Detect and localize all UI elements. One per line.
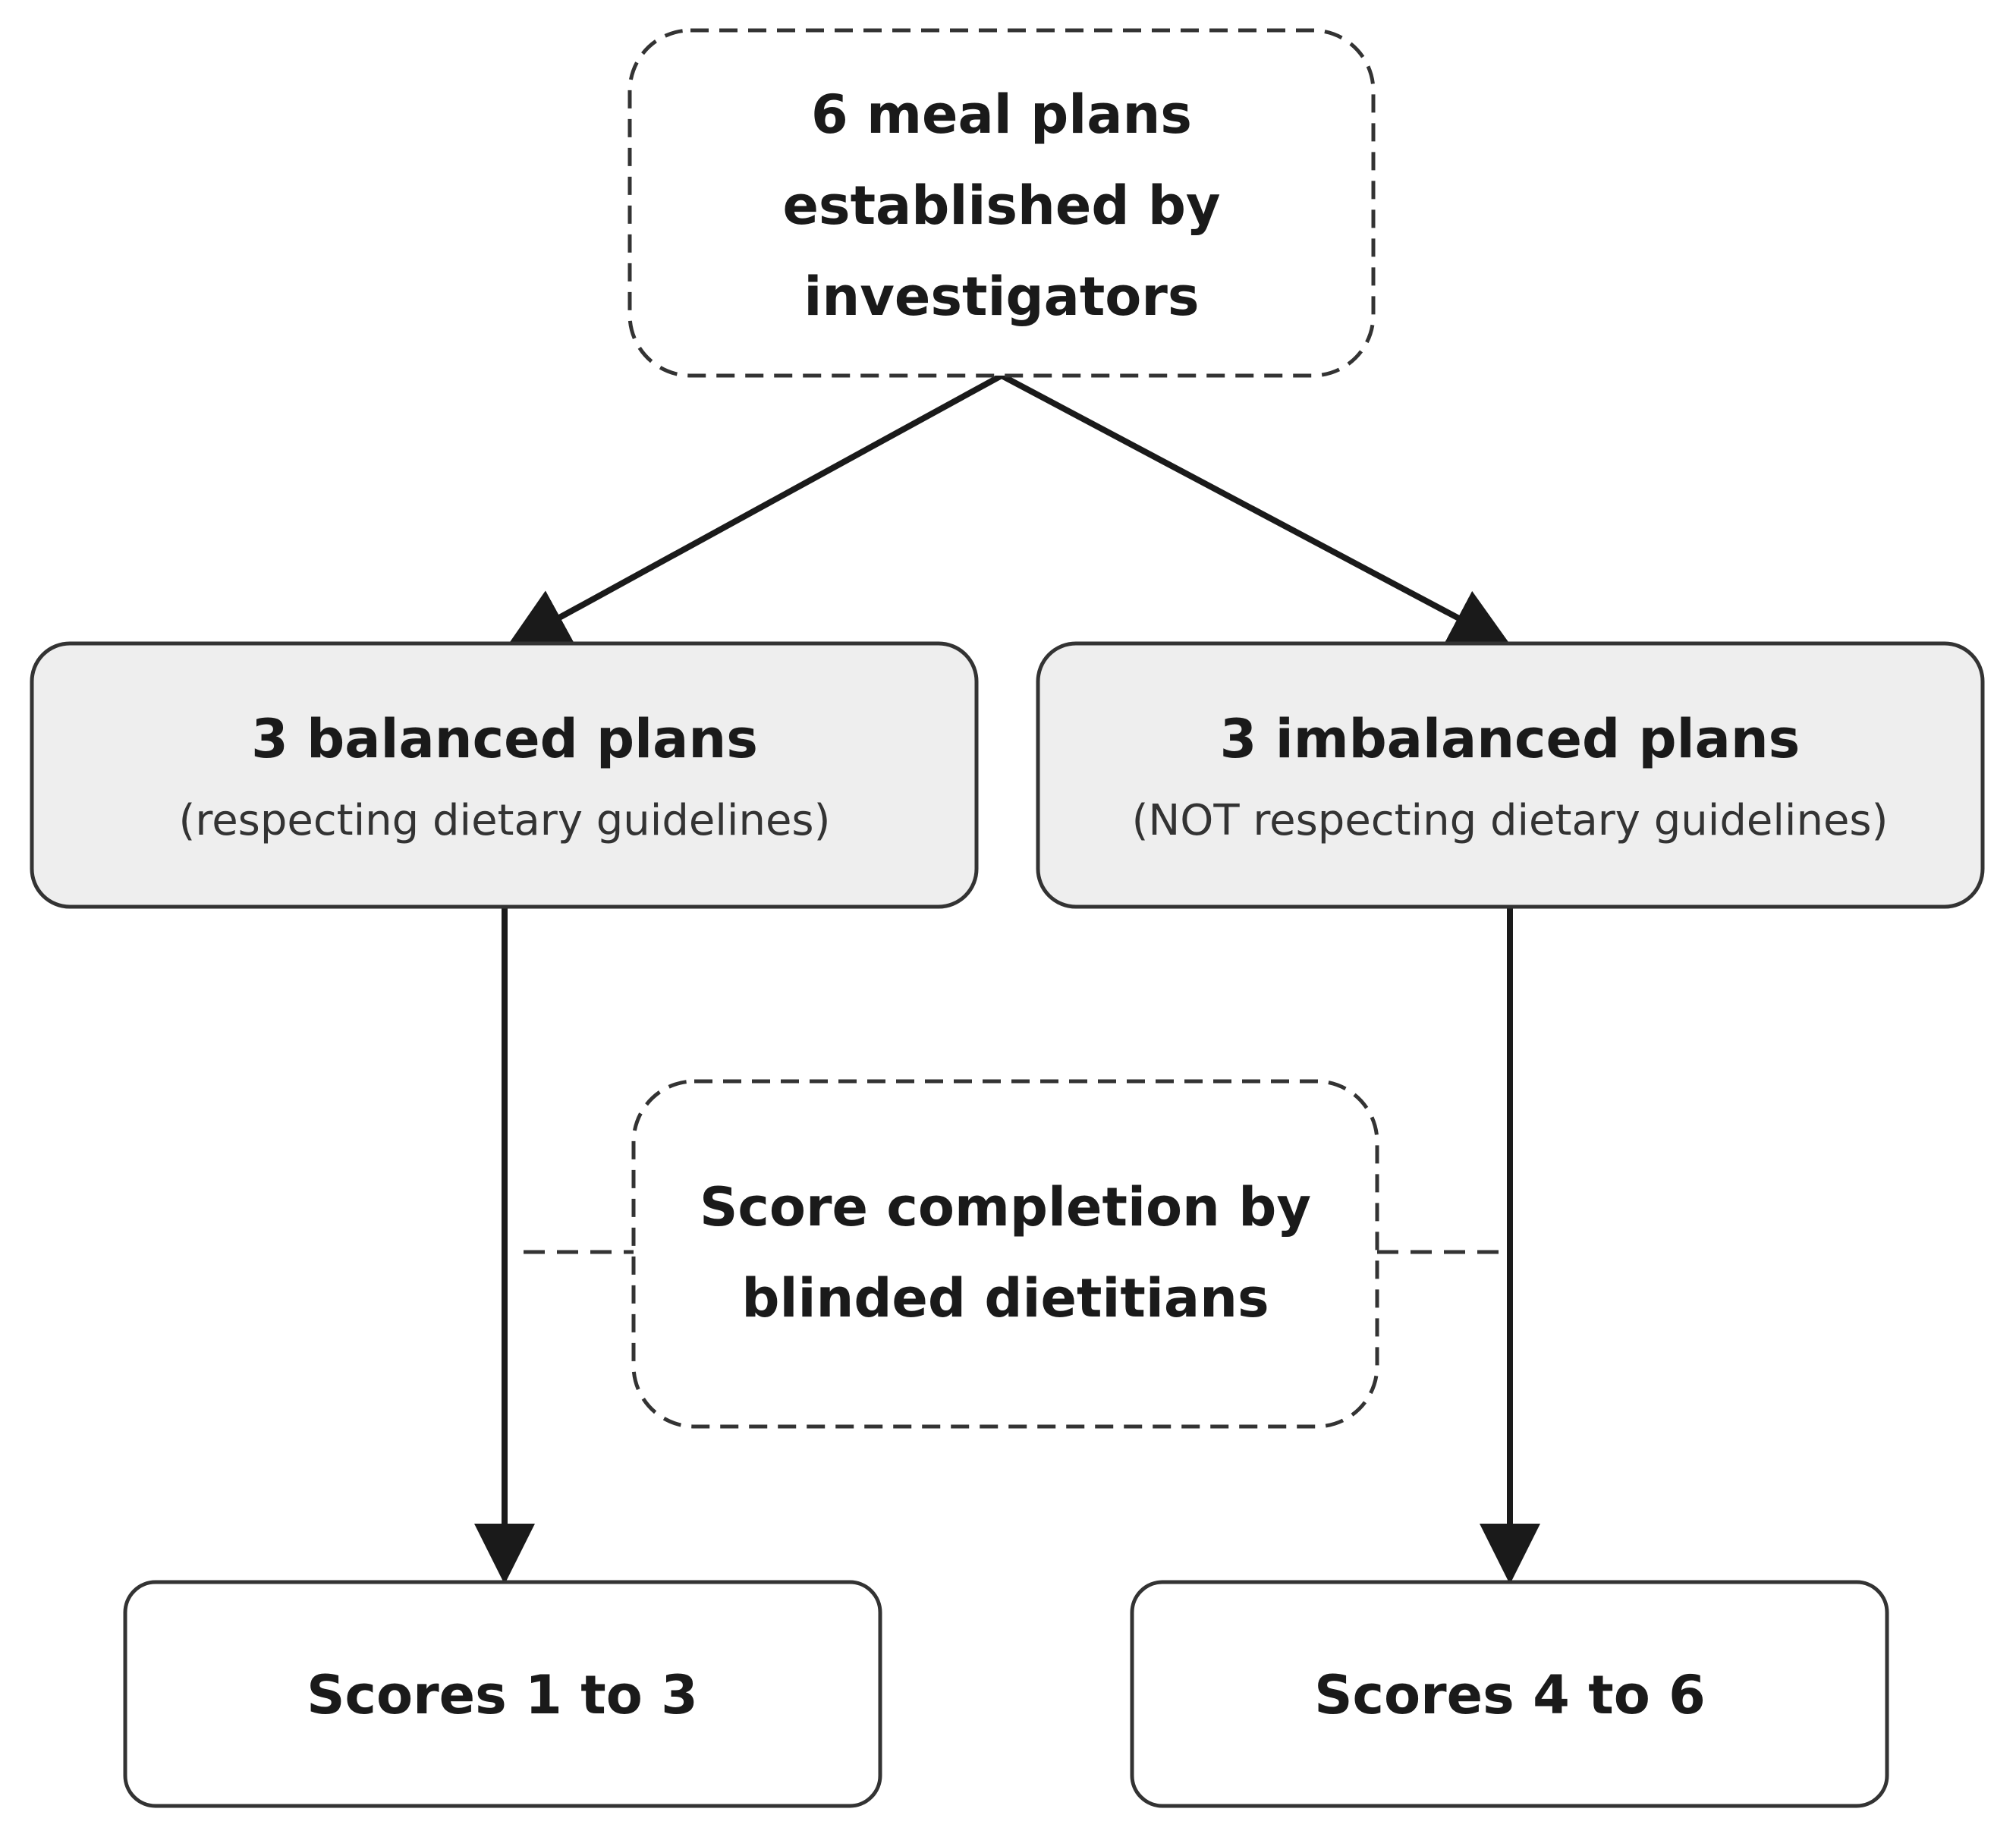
meal-plans-box: 6 meal plans established by investigator… <box>627 28 1376 378</box>
imbalanced-plans-title: 3 imbalanced plans <box>1220 708 1801 770</box>
meal-plans-line-2: established by <box>782 175 1220 237</box>
balanced-plans-box: 3 balanced plans (respecting dietary gui… <box>30 641 979 909</box>
imbalanced-plans-subtitle: (NOT respecting dietary guidelines) <box>1132 796 1889 845</box>
scores-1-3-box: Scores 1 to 3 <box>123 1580 882 1808</box>
score-completion-line-1: Score completion by <box>700 1176 1311 1238</box>
scores-4-6-label: Scores 4 to 6 <box>1314 1664 1706 1726</box>
scores-1-3-label: Scores 1 to 3 <box>307 1664 698 1726</box>
balanced-plans-title: 3 balanced plans <box>251 708 758 770</box>
arrow-to-imbalanced <box>1000 373 1512 646</box>
meal-plans-line-1: 6 meal plans <box>811 83 1192 146</box>
balanced-plans-subtitle: (respecting dietary guidelines) <box>179 796 831 845</box>
score-completion-box: Score completion by blinded dietitians <box>631 1079 1379 1429</box>
meal-plans-line-3: investigators <box>804 266 1199 328</box>
imbalanced-plans-box: 3 imbalanced plans (NOT respecting dieta… <box>1036 641 1985 909</box>
score-completion-line-2: blinded dietitians <box>741 1267 1269 1329</box>
arrow-to-balanced <box>506 373 1003 646</box>
scores-4-6-box: Scores 4 to 6 <box>1130 1580 1889 1808</box>
